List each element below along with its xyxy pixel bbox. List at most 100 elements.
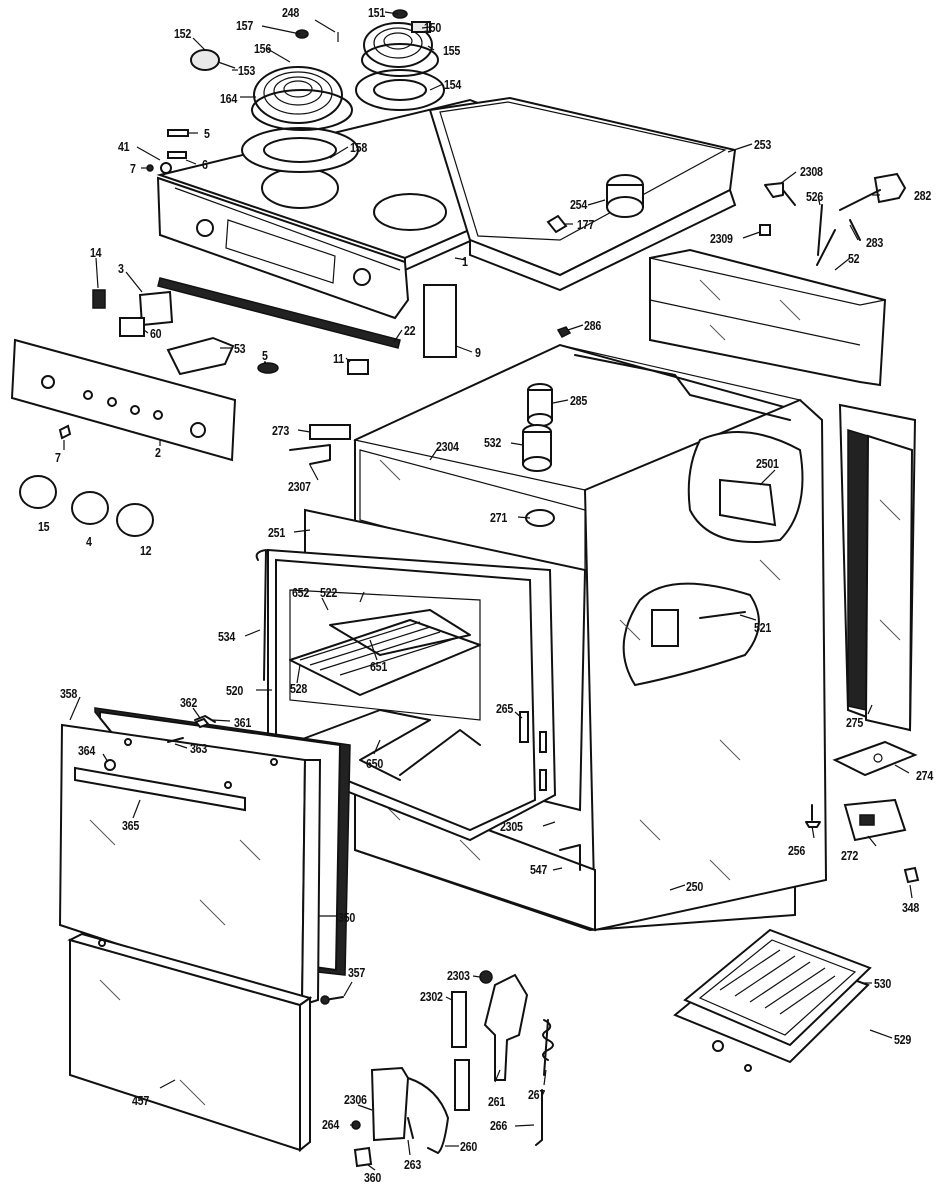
- label-150: 150: [424, 20, 442, 35]
- label-364: 364: [78, 743, 96, 758]
- label-153: 153: [238, 63, 256, 78]
- label-357: 357: [348, 965, 366, 980]
- label-526: 526: [806, 189, 824, 204]
- label-265: 265: [496, 701, 514, 716]
- label-365: 365: [122, 818, 140, 833]
- label-2302: 2302: [420, 989, 443, 1004]
- label-164: 164: [220, 91, 238, 106]
- small-clips-top-left: [146, 129, 189, 174]
- label-457: 457: [132, 1093, 150, 1108]
- label-151: 151: [368, 5, 386, 20]
- label-4: 4: [86, 534, 92, 549]
- backsplash-tray: [428, 96, 737, 292]
- label-2309: 2309: [710, 231, 733, 246]
- label-256: 256: [788, 843, 806, 858]
- label-158: 158: [350, 140, 368, 155]
- label-52: 52: [848, 251, 860, 266]
- door-hinges: [351, 970, 554, 1168]
- label-152: 152: [174, 26, 192, 41]
- label-2307: 2307: [288, 479, 311, 494]
- broiler-pan: [673, 928, 872, 1072]
- label-529: 529: [894, 1032, 912, 1047]
- label-520: 520: [226, 683, 244, 698]
- label-2303: 2303: [447, 968, 470, 983]
- label-521: 521: [754, 620, 772, 635]
- label-177: 177: [577, 217, 595, 232]
- side-trim-panel-52: [649, 248, 887, 387]
- label-363: 363: [190, 741, 208, 756]
- label-6: 6: [202, 157, 208, 172]
- label-274: 274: [916, 768, 934, 783]
- label-5-mid: 5: [262, 348, 268, 363]
- label-248: 248: [282, 5, 300, 20]
- cabinet-inner-parts: [522, 326, 572, 527]
- label-2304: 2304: [436, 439, 459, 454]
- label-41: 41: [118, 139, 130, 154]
- label-2501: 2501: [756, 456, 779, 471]
- label-530: 530: [874, 976, 892, 991]
- label-652: 652: [292, 585, 310, 600]
- label-266: 266: [490, 1118, 508, 1133]
- label-261: 261: [488, 1094, 506, 1109]
- surface-element-left: [190, 49, 359, 173]
- label-60: 60: [150, 326, 162, 341]
- label-253: 253: [754, 137, 772, 152]
- label-282: 282: [914, 188, 932, 203]
- label-275: 275: [846, 715, 864, 730]
- label-7-top: 7: [130, 161, 136, 176]
- label-254: 254: [570, 197, 588, 212]
- label-14: 14: [90, 245, 102, 260]
- control-panel-parts: [10, 277, 457, 537]
- label-547: 547: [530, 862, 548, 877]
- label-9: 9: [475, 345, 481, 360]
- side-trim-panel-275: [838, 403, 917, 732]
- leveling-legs-brackets: [805, 740, 920, 884]
- label-283: 283: [866, 235, 884, 250]
- label-350: 350: [338, 910, 356, 925]
- label-361: 361: [234, 715, 252, 730]
- leader-lines: [63, 11, 913, 1171]
- thermostat-hardware: [759, 172, 907, 266]
- label-267: 267: [528, 1087, 546, 1102]
- label-522: 522: [320, 585, 338, 600]
- label-534: 534: [218, 629, 236, 644]
- label-651: 651: [370, 659, 388, 674]
- label-260: 260: [460, 1139, 478, 1154]
- label-251: 251: [268, 525, 286, 540]
- label-12: 12: [140, 543, 152, 558]
- label-5-top: 5: [204, 126, 210, 141]
- label-15: 15: [38, 519, 50, 534]
- label-348: 348: [902, 900, 920, 915]
- label-650: 650: [366, 756, 384, 771]
- label-285: 285: [570, 393, 588, 408]
- label-360: 360: [364, 1170, 382, 1185]
- storage-drawer: [67, 932, 313, 1153]
- label-271: 271: [490, 510, 508, 525]
- label-532: 532: [484, 435, 502, 450]
- label-7-mid: 7: [55, 450, 61, 465]
- label-250: 250: [686, 879, 704, 894]
- label-156: 156: [254, 41, 272, 56]
- label-154: 154: [444, 77, 462, 92]
- label-362: 362: [180, 695, 198, 710]
- label-155: 155: [443, 43, 461, 58]
- label-273: 273: [272, 423, 290, 438]
- label-264: 264: [322, 1117, 340, 1132]
- small-screws: [194, 717, 344, 1005]
- surface-element-right: [295, 9, 445, 111]
- label-272: 272: [841, 848, 859, 863]
- label-53: 53: [234, 341, 246, 356]
- label-2305: 2305: [500, 819, 523, 834]
- label-358: 358: [60, 686, 78, 701]
- label-157: 157: [236, 18, 254, 33]
- label-263: 263: [404, 1157, 422, 1172]
- label-3: 3: [118, 261, 124, 276]
- label-22: 22: [404, 323, 416, 338]
- label-2308: 2308: [800, 164, 823, 179]
- label-11: 11: [333, 351, 344, 366]
- label-528: 528: [290, 681, 308, 696]
- label-1: 1: [462, 254, 468, 269]
- label-2: 2: [155, 445, 161, 460]
